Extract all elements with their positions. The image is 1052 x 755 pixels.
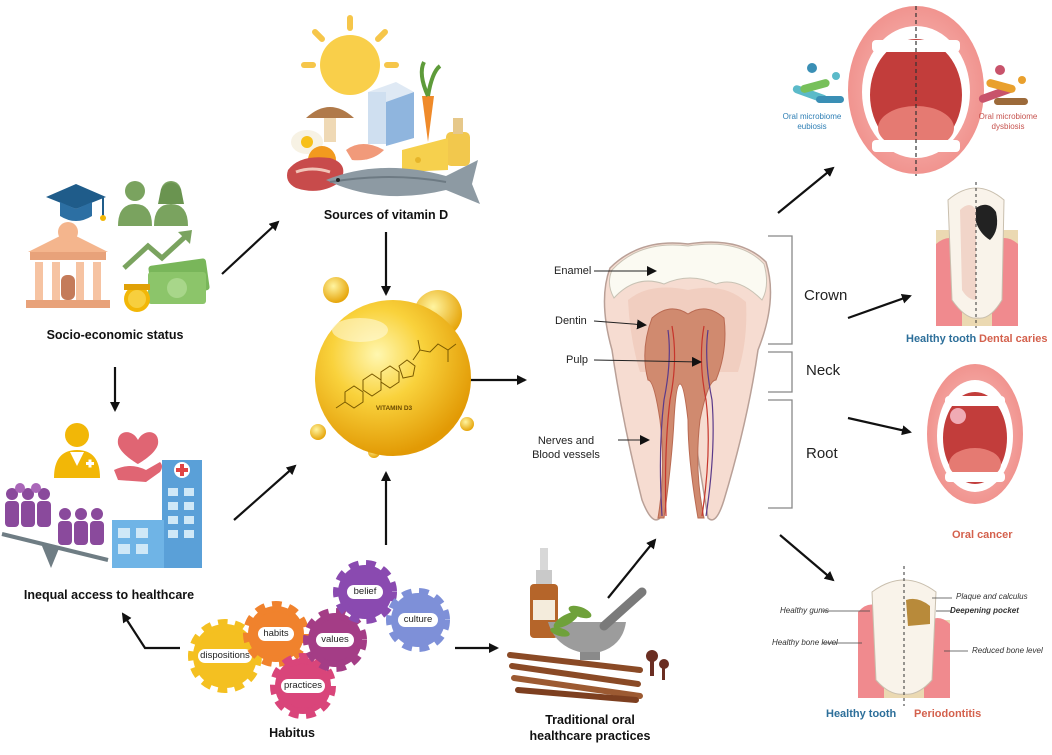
gear-belief-label: belief — [353, 586, 377, 597]
dysbiosis-label: Oral microbiome dysbiosis — [976, 112, 1040, 132]
doctor-icon — [54, 423, 100, 478]
heart-hand-icon — [114, 432, 162, 482]
money-icon — [124, 258, 210, 312]
dysbiosis-line-2: dysbiosis — [991, 122, 1025, 131]
tooth-diagram — [593, 235, 793, 521]
dental-caries-illustration — [936, 182, 1018, 328]
graduation-cap-icon — [46, 184, 106, 221]
meat-icon — [287, 157, 344, 191]
oil-bottle-icon — [446, 118, 470, 166]
enamel-label: Enamel — [554, 265, 592, 277]
gear-values-label: values — [321, 634, 349, 645]
socio-economic-label: Socio-economic status — [46, 328, 184, 342]
bacteria-dysbiosis-icon — [978, 65, 1028, 105]
people-icon — [118, 181, 188, 226]
periodontitis-label: Periodontitis — [914, 708, 982, 720]
microbiome-mouth-illustration — [792, 6, 1028, 176]
traditional-practices-illustration — [507, 548, 669, 703]
dentin-label: Dentin — [555, 315, 587, 327]
oral-cancer-illustration — [927, 364, 1023, 504]
traditional-line-2: healthcare practices — [529, 729, 651, 743]
periodontitis-illustration — [822, 566, 968, 706]
healthcare-access-label: Inequal access to healthcare — [23, 588, 195, 602]
nerves-line-2: Blood vessels — [532, 449, 600, 461]
cloves-icon — [646, 650, 669, 680]
dental-caries-label: Dental caries — [979, 333, 1048, 345]
gear-dispositions-label: dispositions — [200, 650, 250, 661]
vitamin-d-sources-illustration — [287, 15, 480, 204]
gear-dispositions — [188, 619, 262, 693]
sun-icon — [301, 15, 399, 95]
enamel-cap — [608, 243, 768, 301]
healthy-bone-label: Healthy bone level — [772, 638, 838, 647]
traditional-practices-label: Traditional oral healthcare practices — [500, 712, 680, 744]
vitamin-d3-molecule — [310, 277, 474, 458]
herb-leaves-icon — [550, 605, 592, 637]
habitus-gears — [188, 560, 450, 719]
milk-carton-icon — [368, 82, 414, 146]
miswak-sticks-icon — [507, 652, 643, 703]
healthy-tooth-caries-label: Healthy tooth — [906, 333, 977, 345]
nerves-label: Nerves and Blood vessels — [518, 434, 614, 462]
neck-label: Neck — [806, 362, 841, 379]
carrot-icon — [422, 96, 434, 142]
gear-habits-label: habits — [263, 628, 289, 639]
eubiosis-line-1: Oral microbiome — [782, 112, 842, 121]
healthy-gums-label: Healthy gums — [780, 606, 829, 615]
mushroom-icon — [306, 107, 354, 118]
healthcare-access-illustration — [1, 423, 202, 568]
shrimp-icon — [346, 144, 384, 161]
plaque-label: Plaque and calculus — [956, 592, 1028, 601]
root-label: Root — [806, 445, 838, 462]
crown-label: Crown — [804, 287, 848, 304]
bank-icon — [26, 222, 110, 308]
vitamin-d-sources-label: Sources of vitamin D — [323, 208, 449, 222]
nerves-line-1: Nerves and — [537, 435, 595, 447]
crowd-icon — [5, 483, 104, 545]
traditional-line-1: Traditional oral — [545, 713, 635, 727]
eubiosis-line-2: eubiosis — [797, 122, 827, 131]
eubiosis-label: Oral microbiome eubiosis — [780, 112, 844, 132]
socio-economic-illustration — [26, 181, 210, 312]
arrows — [110, 166, 912, 653]
gear-culture — [386, 588, 450, 652]
gear-habits — [243, 601, 309, 667]
fish-icon — [326, 160, 480, 204]
gear-belief — [333, 560, 397, 624]
bacteria-healthy-icon — [792, 63, 844, 103]
gear-values — [303, 608, 367, 672]
dysbiosis-line-1: Oral microbiome — [978, 112, 1038, 121]
growth-arrow-icon — [122, 234, 188, 270]
mortar-pestle-icon — [548, 587, 647, 660]
habitus-label: Habitus — [269, 726, 315, 740]
deepening-pocket-label: Deepening pocket — [950, 606, 1019, 615]
pulp-label: Pulp — [566, 354, 589, 366]
reduced-bone-label: Reduced bone level — [972, 646, 1043, 655]
gear-culture-label: culture — [403, 614, 433, 625]
healthy-tooth-perio-label: Healthy tooth — [826, 708, 897, 720]
hospital-icon — [112, 460, 202, 568]
cheese-icon — [402, 138, 448, 172]
oral-cancer-label: Oral cancer — [952, 529, 1013, 541]
gear-practices-label: practices — [283, 680, 322, 691]
gear-practices — [270, 653, 336, 719]
vitamin-d3-text: VITAMIN D3 — [375, 405, 413, 412]
